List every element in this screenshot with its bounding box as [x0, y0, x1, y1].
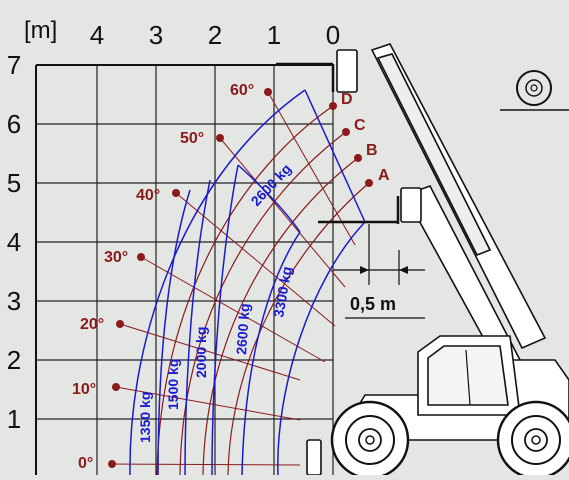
load-divider-4 — [241, 231, 301, 476]
angle-label-40: 40° — [136, 187, 160, 204]
dimension-marker — [333, 224, 425, 319]
load-divider-1 — [157, 189, 191, 476]
x-axis-ticks: 4 3 2 1 0 — [90, 20, 340, 50]
angle-dot-20 — [116, 320, 124, 328]
load-label-2600-upper: 2600 kg — [247, 161, 294, 209]
y-tick: 2 — [7, 345, 21, 375]
angle-markers — [108, 88, 272, 468]
envelope-inner — [277, 221, 366, 476]
x-tick: 3 — [149, 20, 163, 50]
load-label-1500: 1500 kg — [165, 359, 181, 410]
angle-label-20: 20° — [80, 316, 104, 333]
angle-labels: 0° 10° 20° 30° 40° 50° 60° — [72, 82, 254, 472]
angle-ray-60 — [267, 91, 356, 246]
unit-label: [m] — [24, 17, 57, 44]
load-labels: 1350 kg 1500 kg 2000 kg 2600 kg 3300 kg … — [137, 161, 295, 443]
angle-dot-60 — [264, 88, 272, 96]
position-label-a: A — [378, 167, 390, 184]
angle-ray-10 — [115, 386, 301, 421]
x-tick: 4 — [90, 20, 104, 50]
envelope-top — [304, 89, 366, 223]
position-arcs — [156, 105, 370, 476]
load-divider-3 — [211, 164, 239, 476]
ground-fork — [306, 439, 322, 476]
operator-cab-icon — [417, 335, 521, 416]
angle-label-50: 50° — [180, 130, 204, 147]
angle-dot-30 — [137, 253, 145, 261]
angle-label-30: 30° — [104, 249, 128, 266]
load-divider-2 — [184, 179, 211, 476]
position-label-d: D — [341, 91, 353, 108]
position-label-b: B — [366, 142, 378, 159]
position-markers — [329, 102, 373, 187]
y-tick: 7 — [7, 50, 21, 80]
angle-ray-50 — [219, 137, 346, 288]
telehandler — [276, 43, 569, 480]
position-dot-b — [354, 154, 362, 162]
position-dot-d — [329, 102, 337, 110]
x-tick: 1 — [267, 20, 281, 50]
arc-a — [227, 182, 370, 476]
position-label-c: C — [354, 117, 366, 134]
load-envelope — [129, 89, 366, 476]
dim-arrow-right — [399, 266, 408, 274]
angle-label-10: 10° — [72, 381, 96, 398]
rear-wheel-icon — [496, 400, 569, 480]
angle-ray-0 — [111, 463, 301, 466]
angle-dot-10 — [112, 383, 120, 391]
angle-dot-40 — [172, 189, 180, 197]
x-tick: 2 — [208, 20, 222, 50]
y-tick: 6 — [7, 109, 21, 139]
dim-arrow-left — [360, 266, 369, 274]
telescopic-boom-icon — [370, 43, 547, 370]
y-tick: 3 — [7, 286, 21, 316]
position-labels: A B C D — [341, 91, 390, 184]
y-tick: 4 — [7, 227, 21, 257]
front-wheel — [330, 400, 410, 480]
arc-c — [179, 131, 347, 476]
arc-d — [156, 105, 334, 476]
front-wheel-icon — [500, 70, 569, 111]
angle-label-0: 0° — [78, 455, 93, 472]
position-dot-c — [342, 128, 350, 136]
y-tick: 5 — [7, 168, 21, 198]
arc-b — [202, 157, 359, 476]
angle-ray-40 — [175, 192, 336, 327]
dimension-label: 0,5 m — [350, 294, 396, 314]
load-label-2600-lower: 2600 kg — [233, 303, 253, 355]
angle-label-60: 60° — [230, 82, 254, 99]
load-divider-top — [237, 164, 301, 233]
load-label-1350: 1350 kg — [137, 392, 153, 443]
x-tick: 0 — [326, 20, 340, 50]
load-label-2000: 2000 kg — [193, 327, 209, 378]
fork-attachment-icon — [276, 49, 422, 224]
angle-dot-50 — [216, 134, 224, 142]
position-dot-a — [365, 179, 373, 187]
angle-dot-0 — [108, 460, 116, 468]
y-axis-ticks: 7 6 5 4 3 2 1 — [7, 50, 21, 434]
y-tick: 1 — [7, 404, 21, 434]
angle-ray-20 — [119, 323, 301, 381]
